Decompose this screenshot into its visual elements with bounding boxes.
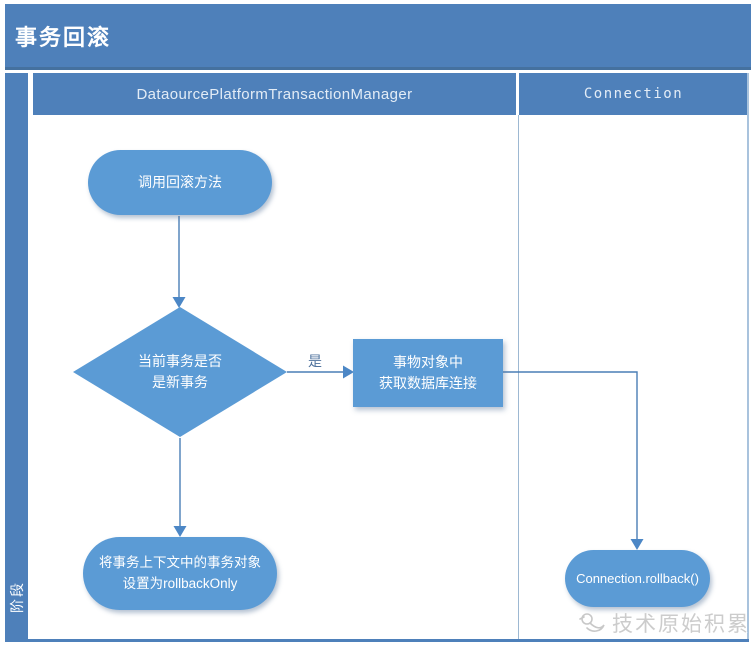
node-set-rollback-only: 将事务上下文中的事务对象 设置为rollbackOnly	[83, 537, 277, 610]
node-connection-rollback: Connection.rollback()	[565, 550, 710, 607]
watermark-text: 技术原始积累	[612, 613, 750, 636]
canvas-right-border	[747, 73, 749, 639]
node-label-line2: 设置为rollbackOnly	[122, 575, 238, 591]
node-decision-is-new-transaction: 当前事务是否 是新事务	[73, 307, 287, 437]
node-label-line2: 获取数据库连接	[379, 375, 477, 391]
node-get-db-connection: 事物对象中 获取数据库连接	[353, 339, 503, 407]
phase-sidebar: 阶段	[5, 73, 28, 639]
node-label-line1: 将事务上下文中的事务对象	[99, 555, 261, 571]
lane-header-transaction-manager: DataourcePlatformTransactionManager	[33, 73, 516, 115]
node-label-line1: 事物对象中	[393, 354, 463, 370]
canvas-bottom-border	[5, 639, 749, 642]
node-label-line2: 是新事务	[152, 374, 208, 390]
node-label: Connection.rollback()	[576, 570, 699, 586]
lane-header-connection: Connection	[519, 73, 748, 115]
lane-label-connection: Connection	[583, 86, 684, 102]
arrowhead-into-decision	[172, 297, 186, 308]
lane-divider-line	[518, 115, 519, 639]
node-call-rollback-method: 调用回滚方法	[88, 150, 272, 215]
node-label-line1: 当前事务是否	[138, 353, 222, 369]
phase-label: 阶段	[8, 581, 25, 613]
edge-label-yes: 是	[308, 353, 322, 369]
bird-logo-icon	[579, 613, 605, 632]
watermark: 技术原始积累	[577, 608, 750, 638]
diagram-title: 事务回滚	[15, 24, 112, 50]
lane-label-transaction-manager: DataourcePlatformTransactionManager	[136, 85, 413, 103]
diagram-title-bar: 事务回滚	[5, 4, 751, 70]
arrowhead-into-connrollback	[630, 539, 644, 550]
edge-getconnection-to-rollback	[503, 371, 638, 541]
arrowhead-into-rollbackonly	[173, 526, 187, 537]
node-label: 调用回滚方法	[138, 174, 222, 190]
